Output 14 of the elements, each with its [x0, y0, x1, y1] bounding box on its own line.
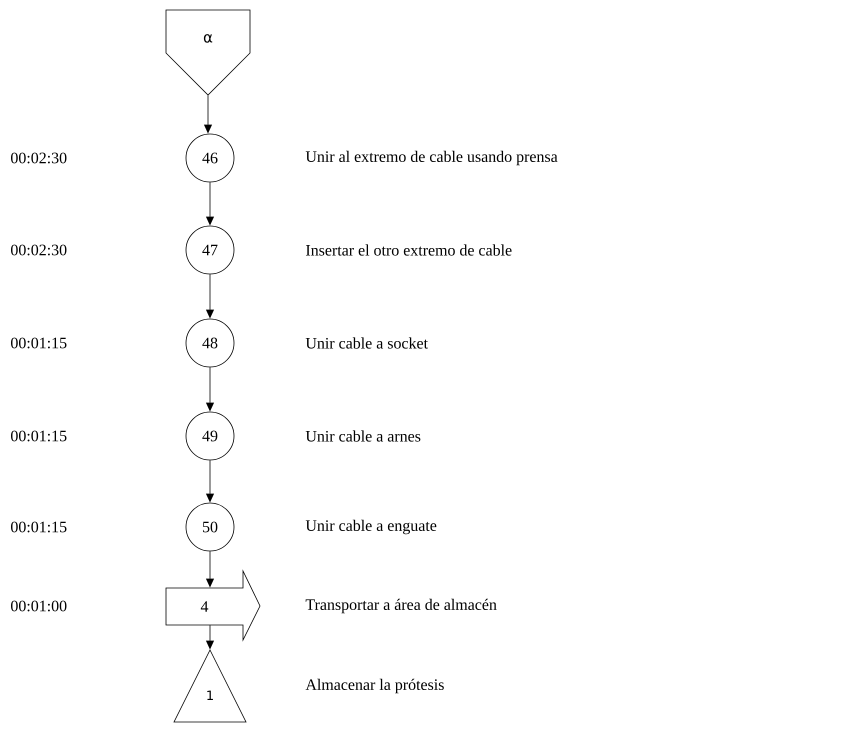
connector-pentagon: α: [166, 10, 250, 96]
duration-text: 00:01:15: [11, 522, 66, 532]
step-description: Unir cable a arnes: [306, 430, 420, 442]
duration-text: 00:01:15: [11, 338, 66, 348]
step-description: Insertar el otro extremo de cable: [306, 244, 512, 256]
duration-text: 00:01:15: [11, 430, 66, 442]
duration-text: 00:02:30: [11, 244, 66, 256]
duration-text: 00:02:30: [11, 152, 66, 164]
step-description: Unir al extremo de cable usando prensa: [306, 150, 558, 166]
duration-text: 00:01:00: [11, 600, 66, 612]
step-description: Transportar a área de almacén: [306, 598, 497, 614]
step-description: Unir cable a socket: [306, 337, 428, 349]
step-description: Unir cable a enguate: [306, 520, 436, 534]
step-description: Almacenar la prótesis: [306, 678, 444, 694]
